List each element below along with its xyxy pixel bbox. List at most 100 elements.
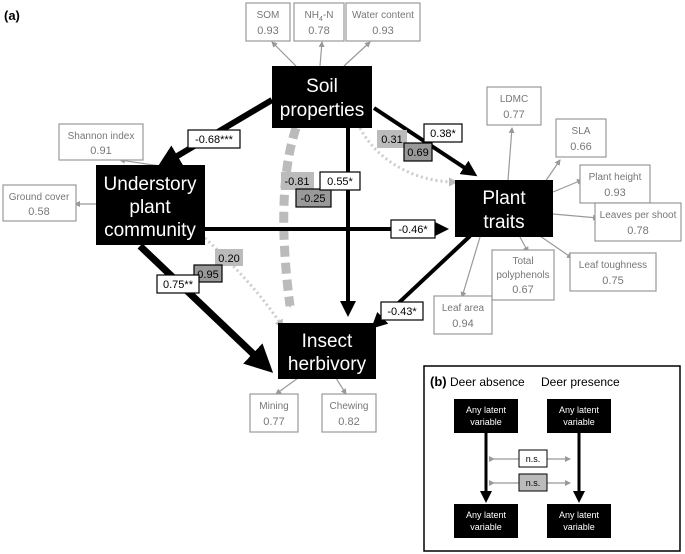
coef-soil-insect-present: -0.25 — [300, 193, 325, 205]
ind-height-box — [579, 164, 651, 204]
legend-lv-bl — [454, 504, 518, 538]
svg-text:Insect: Insect — [302, 331, 353, 352]
ind-chewing-value: 0.82 — [338, 416, 359, 428]
coef-plant-insect: -0.43* — [380, 301, 424, 321]
coef-soil-insect-sig: 0.55* — [327, 176, 353, 188]
ind-leafarea-name: Leaf area — [442, 303, 485, 314]
path-understory-insect-absent — [203, 236, 284, 329]
path-understory-insect — [137, 243, 274, 373]
ind-chewing-box — [321, 393, 377, 433]
indicator-links — [74, 41, 599, 395]
ind-polyphenols-value: 0.67 — [512, 284, 533, 296]
svg-text:variable: variable — [563, 417, 595, 427]
svg-text:community: community — [104, 220, 196, 241]
coef-understory-insect-present: 0.95 — [197, 269, 218, 281]
ind-leaves-value: 0.78 — [627, 225, 648, 237]
link-water — [343, 41, 371, 67]
ind-chewing-name: Chewing — [330, 401, 369, 412]
legend-deer-presence: Deer presence — [541, 375, 620, 389]
link-sla — [544, 159, 561, 183]
latent-soil: Soil properties — [272, 66, 372, 128]
svg-text:properties: properties — [280, 100, 365, 121]
link-som — [271, 41, 297, 67]
svg-text:Understory: Understory — [104, 174, 197, 195]
svg-text:Any latent: Any latent — [466, 405, 507, 415]
link-ldmc — [507, 127, 515, 181]
ind-shannon-box — [58, 123, 144, 161]
ind-som-name: SOM — [257, 10, 280, 21]
ind-mining-box — [249, 393, 299, 433]
legend-deer-absence: Deer absence — [450, 375, 525, 389]
ind-toughness-box — [569, 252, 657, 292]
ind-nh4-name: NH4-N — [305, 10, 334, 23]
svg-text:Soil: Soil — [306, 76, 338, 97]
ind-ldmc-name: LDMC — [500, 94, 528, 105]
ind-sla-name: SLA — [572, 126, 591, 137]
legend-lv-br — [547, 504, 611, 538]
ind-shannon-name: Shannon index — [68, 131, 135, 142]
svg-text:Any latent: Any latent — [559, 510, 600, 520]
ind-sla-value: 0.66 — [570, 141, 591, 153]
svg-text:Any latent: Any latent — [466, 510, 507, 520]
path-soil-insect-absent — [279, 126, 301, 308]
latent-understory: Understory plant community — [96, 165, 205, 245]
ind-polyphenols-line1: Total — [512, 256, 533, 267]
legend-ns-white: n.s. — [526, 454, 541, 464]
ind-toughness-name: Leaf toughness — [579, 260, 647, 271]
coef-understory-insect: 0.20 0.95 0.75** — [156, 249, 243, 294]
svg-text:-0.43*: -0.43* — [387, 306, 417, 318]
coef-soil-plant-absent: 0.31 — [381, 134, 402, 146]
ind-ground-box — [2, 184, 77, 222]
svg-text:variable: variable — [563, 522, 595, 532]
ind-sla-box — [555, 118, 607, 158]
svg-text:variable: variable — [470, 417, 502, 427]
svg-text:-0.46*: -0.46* — [398, 224, 428, 236]
ind-leafarea-value: 0.94 — [452, 318, 473, 330]
ind-height-value: 0.93 — [604, 187, 625, 199]
ind-ground-value: 0.58 — [28, 206, 49, 218]
link-chewing — [335, 377, 347, 395]
ind-ground-name: Ground cover — [9, 192, 70, 203]
svg-text:Plant: Plant — [482, 188, 526, 209]
svg-text:traits: traits — [483, 212, 524, 233]
latent-plant: Plant traits — [455, 180, 553, 237]
ind-leaves-box — [594, 202, 682, 242]
panel-b-label: (b) — [430, 374, 447, 389]
link-leaves — [552, 213, 599, 221]
coef-soil-understory: -0.68*** — [187, 129, 241, 149]
svg-text:herbivory: herbivory — [288, 354, 367, 375]
coef-understory-insect-absent: 0.20 — [218, 253, 239, 265]
ind-nh4-value: 0.78 — [308, 25, 329, 37]
svg-text:plant: plant — [129, 197, 171, 218]
latent-insect: Insect herbivory — [278, 323, 376, 379]
ind-leafarea-box — [433, 295, 493, 335]
ind-polyphenols-line2: polyphenols — [496, 270, 549, 281]
coef-understory-plant: -0.46* — [390, 219, 436, 239]
ind-shannon-value: 0.91 — [90, 145, 111, 157]
coef-soil-insect: -0.81 -0.25 0.55* — [281, 171, 361, 208]
svg-text:Any latent: Any latent — [559, 405, 600, 415]
panel-a-label: (a) — [4, 8, 20, 23]
ind-som-value: 0.93 — [257, 25, 278, 37]
ind-water-name: Water content — [352, 10, 414, 21]
link-toughness — [539, 235, 573, 259]
svg-text:variable: variable — [470, 522, 502, 532]
ind-height-name: Plant height — [589, 172, 642, 183]
ind-water-box — [345, 2, 421, 42]
svg-text:-0.68***: -0.68*** — [195, 134, 234, 146]
coef-soil-plant-present: 0.69 — [407, 147, 428, 159]
ind-mining-name: Mining — [259, 401, 288, 412]
indicator-boxes — [2, 2, 682, 433]
ind-ldmc-box — [486, 86, 542, 126]
ind-ldmc-value: 0.77 — [503, 109, 524, 121]
link-mining — [275, 377, 299, 395]
link-leafarea — [460, 236, 481, 298]
ind-som-box — [245, 2, 291, 42]
indicator-labels: SOM 0.93 NH4-N 0.78 Water content 0.93 S… — [9, 10, 677, 428]
coef-soil-plant-sig: 0.38* — [430, 128, 456, 140]
ind-nh4-box — [293, 2, 345, 42]
ind-toughness-value: 0.75 — [602, 275, 623, 287]
ind-leaves-name: Leaves per shoot — [600, 210, 677, 221]
